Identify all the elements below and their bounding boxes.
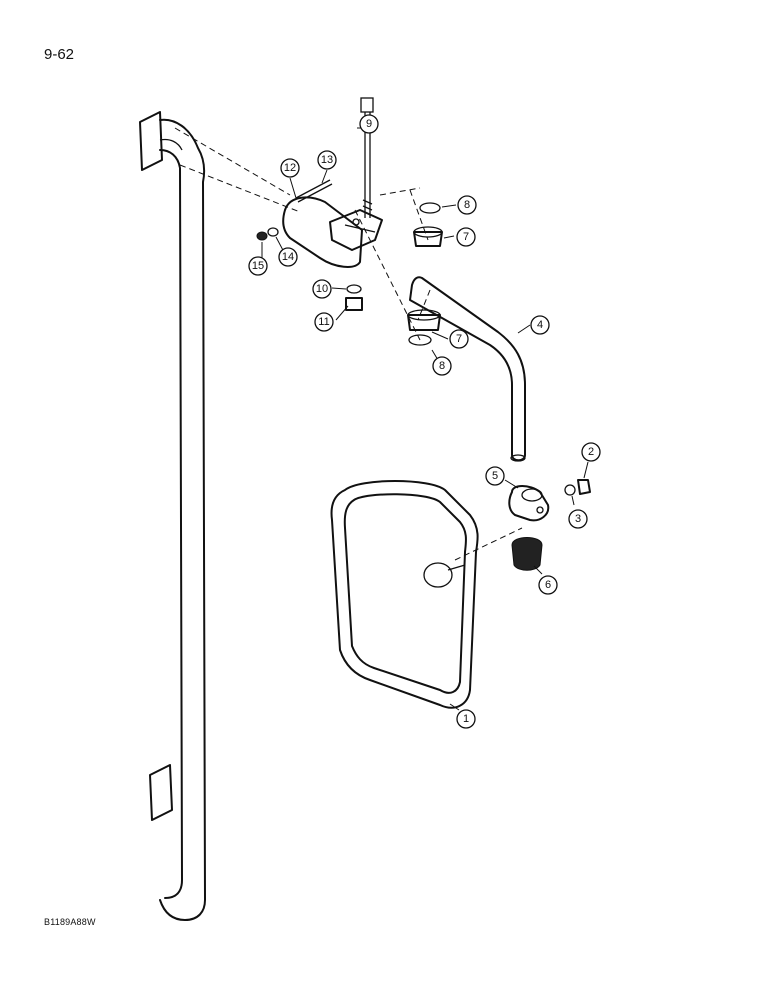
grommets-7-washers-8 [407, 202, 443, 346]
svg-text:7: 7 [456, 333, 462, 345]
callout-2: 2 [581, 442, 601, 462]
callout-9: 9 [359, 114, 379, 134]
callout-8-bottom: 8 [432, 356, 452, 376]
svg-text:2: 2 [588, 446, 594, 458]
washer-10-nut-11 [345, 284, 363, 311]
callout-1: 1 [456, 709, 476, 729]
svg-text:3: 3 [575, 513, 581, 525]
washer-14-nut-15 [256, 227, 279, 241]
figure-code: B1189A88W [44, 917, 96, 927]
callout-13: 13 [317, 150, 337, 170]
cap-6 [511, 537, 543, 571]
callout-6: 6 [538, 575, 558, 595]
mirror-arm-4 [409, 276, 526, 462]
svg-text:6: 6 [545, 579, 551, 591]
svg-text:5: 5 [492, 470, 498, 482]
callout-10: 10 [312, 279, 332, 299]
svg-text:15: 15 [252, 260, 264, 272]
leader-lines [261, 127, 589, 711]
callout-5: 5 [485, 466, 505, 486]
callout-3: 3 [568, 509, 588, 529]
svg-text:12: 12 [284, 162, 296, 174]
callout-8-top: 8 [457, 195, 477, 215]
alignment-lines [174, 127, 523, 561]
pin-13 [295, 179, 333, 203]
washer-3-nut-2 [564, 479, 591, 496]
callout-15: 15 [248, 256, 268, 276]
svg-text:9: 9 [366, 118, 372, 130]
svg-text:14: 14 [282, 251, 294, 263]
svg-text:1: 1 [463, 713, 469, 725]
svg-text:13: 13 [321, 154, 333, 166]
callout-7-bottom: 7 [449, 329, 469, 349]
svg-text:4: 4 [537, 319, 543, 331]
svg-text:8: 8 [464, 199, 470, 211]
callout-11: 11 [314, 312, 334, 332]
svg-text:7: 7 [463, 231, 469, 243]
callout-4: 4 [530, 315, 550, 335]
clamp-5 [508, 485, 550, 522]
bracket-12 [282, 196, 383, 268]
svg-text:11: 11 [318, 316, 329, 328]
svg-text:8: 8 [439, 360, 445, 372]
callout-14: 14 [278, 247, 298, 267]
grab-handle-rail [139, 111, 206, 921]
page-number: 9-62 [44, 46, 75, 63]
svg-text:10: 10 [316, 283, 328, 295]
callout-7-top: 7 [456, 227, 476, 247]
mirror-1 [330, 480, 479, 709]
callout-12: 12 [280, 158, 300, 178]
